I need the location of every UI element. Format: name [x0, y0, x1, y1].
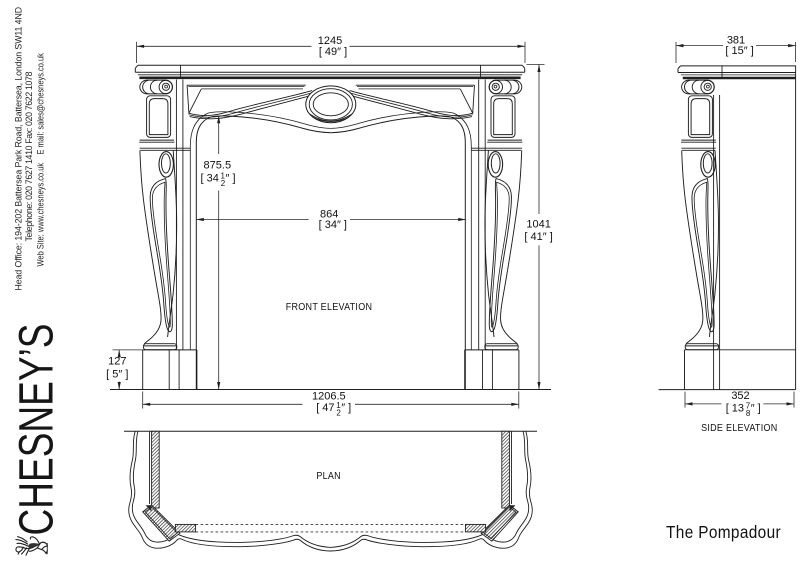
svg-text:″ ]: ″ ]: [341, 402, 351, 414]
svg-text:[ 34: [ 34: [201, 173, 219, 185]
svg-text:8: 8: [746, 409, 751, 418]
svg-text:2: 2: [336, 409, 341, 418]
svg-text:864: 864: [320, 208, 338, 220]
svg-text:[ 41″ ]: [ 41″ ]: [524, 231, 552, 243]
svg-text:[ 15″ ]: [ 15″ ]: [725, 45, 753, 57]
svg-text:1206.5: 1206.5: [312, 390, 346, 402]
svg-text:The Pompadour: The Pompadour: [666, 523, 781, 542]
svg-text:Head Office: 194-202 Battersea: Head Office: 194-202 Battersea Park Road…: [14, 7, 24, 291]
svg-text:FRONT ELEVATION: FRONT ELEVATION: [286, 302, 372, 314]
svg-text:1041: 1041: [526, 218, 550, 230]
svg-text:1: 1: [221, 171, 226, 180]
svg-text:PLAN: PLAN: [316, 470, 341, 482]
svg-text:7: 7: [746, 401, 751, 410]
svg-text:CHESNEY’S: CHESNEY’S: [10, 324, 64, 536]
svg-text:1245: 1245: [318, 35, 342, 47]
svg-text:875.5: 875.5: [204, 159, 232, 171]
svg-text:[ 5″ ]: [ 5″ ]: [106, 369, 128, 381]
svg-text:″ ]: ″ ]: [226, 173, 236, 185]
svg-text:2: 2: [221, 179, 226, 188]
svg-text:SIDE ELEVATION: SIDE ELEVATION: [701, 422, 777, 434]
svg-text:127: 127: [108, 356, 126, 368]
svg-text:[ 34″ ]: [ 34″ ]: [319, 219, 347, 231]
svg-text:352: 352: [731, 390, 749, 402]
svg-text:1: 1: [336, 401, 341, 410]
svg-text:[ 49″ ]: [ 49″ ]: [319, 46, 347, 58]
svg-text:[ 47: [ 47: [316, 402, 334, 414]
svg-text:Telephone: 020 7627 1410 Fax:: Telephone: 020 7627 1410 Fax: 020 7622 1…: [24, 71, 34, 241]
svg-text:″ ]: ″ ]: [751, 403, 761, 415]
svg-text:Web Site: www.chesneys.co.uk: Web Site: www.chesneys.co.uk E mail: sal…: [36, 52, 46, 266]
svg-text:381: 381: [727, 34, 745, 46]
svg-text:[ 13: [ 13: [726, 403, 744, 415]
